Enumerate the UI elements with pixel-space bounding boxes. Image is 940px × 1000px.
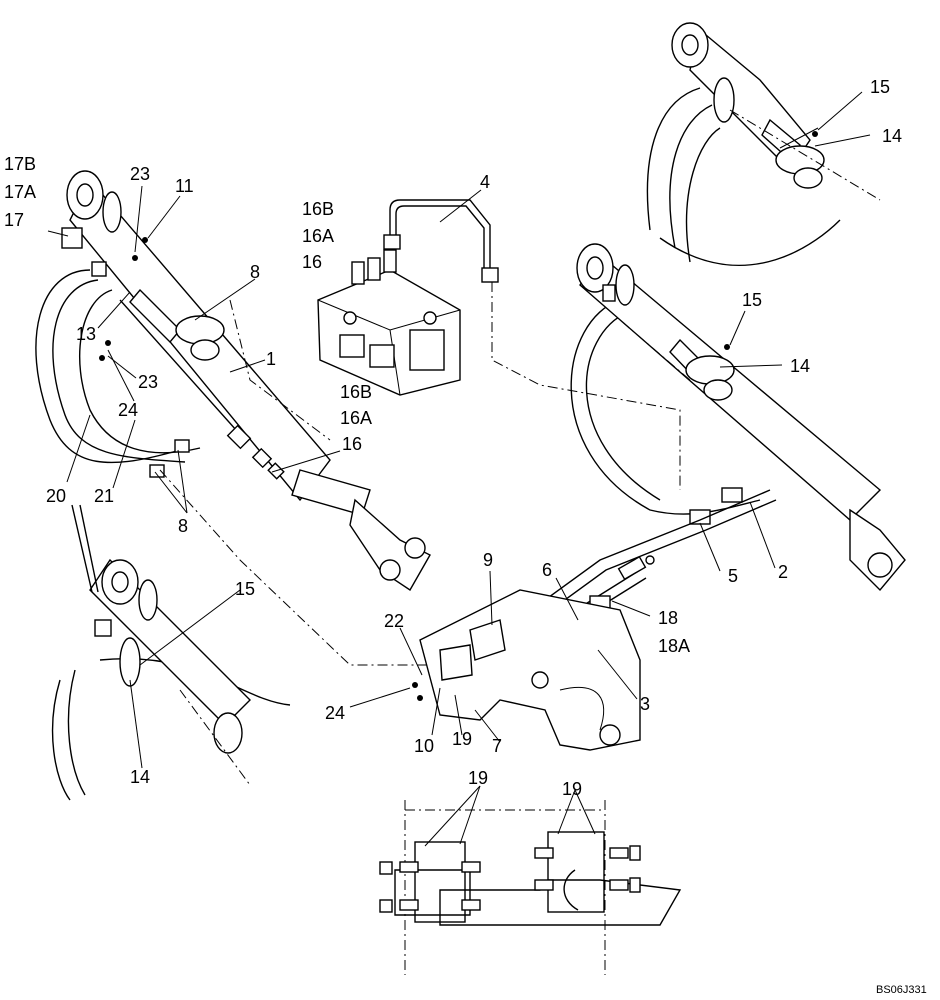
detail-top-right-cylinder	[646, 22, 881, 267]
callout-22: 22	[384, 611, 404, 631]
callout-16a: 16A	[302, 226, 334, 246]
control-valve-block	[317, 199, 681, 490]
callout-labels: 17B 17A 17 23 11 8 13 1 23 24 20 21 8 16…	[4, 77, 927, 996]
callout-3: 3	[640, 694, 650, 714]
leader-lines	[47, 91, 871, 847]
callout-24: 24	[325, 703, 345, 723]
callout-1: 1	[266, 349, 276, 369]
mounting-bracket	[412, 589, 641, 751]
callout-17: 17	[4, 210, 24, 230]
callout-14: 14	[790, 356, 810, 376]
callout-23: 23	[138, 372, 158, 392]
callout-4: 4	[480, 172, 490, 192]
callout-16: 16	[342, 434, 362, 454]
callout-15: 15	[235, 579, 255, 599]
callout-18: 18	[658, 608, 678, 628]
callout-19: 19	[452, 729, 472, 749]
drawing-reference-code: BS06J331	[876, 984, 927, 996]
callout-16b: 16B	[302, 199, 334, 219]
inset-clamp-detail	[379, 800, 682, 975]
callout-15: 15	[870, 77, 890, 97]
callout-17b: 17B	[4, 154, 36, 174]
callout-18a: 18A	[658, 636, 690, 656]
callout-8: 8	[250, 262, 260, 282]
callout-8: 8	[178, 516, 188, 536]
callout-16: 16	[302, 252, 322, 272]
callout-2: 2	[778, 562, 788, 582]
callout-16b: 16B	[340, 382, 372, 402]
callout-10: 10	[414, 736, 434, 756]
callout-21: 21	[94, 486, 114, 506]
callout-13: 13	[76, 324, 96, 344]
callout-5: 5	[728, 566, 738, 586]
callout-16a: 16A	[340, 408, 372, 428]
callout-19: 19	[562, 779, 582, 799]
callout-23: 23	[130, 164, 150, 184]
callout-14: 14	[882, 126, 902, 146]
callout-17a: 17A	[4, 182, 36, 202]
callout-15: 15	[742, 290, 762, 310]
callout-9: 9	[483, 550, 493, 570]
callout-19: 19	[468, 768, 488, 788]
callout-7: 7	[492, 736, 502, 756]
callout-14: 14	[130, 767, 150, 787]
left-cylinder-assembly	[35, 170, 440, 666]
callout-11: 11	[175, 176, 194, 196]
callout-20: 20	[46, 486, 66, 506]
callout-6: 6	[542, 560, 552, 580]
callout-24: 24	[118, 400, 138, 420]
right-cylinder-assembly	[570, 243, 906, 592]
